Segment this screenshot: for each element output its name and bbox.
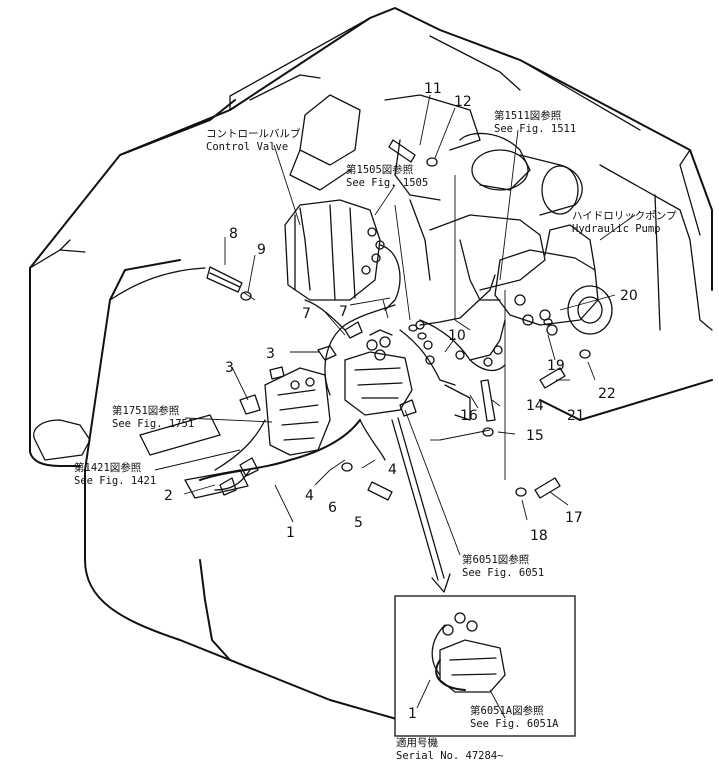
fig1421-label-jp: 第1421図参照 (74, 461, 142, 474)
part-3-label-b: 3 (266, 346, 275, 362)
control-valve-label-jp: コントロールバルブ (206, 127, 301, 140)
fig1505-label-jp: 第1505図参照 (346, 163, 414, 176)
part-8-label: 8 (229, 226, 238, 242)
fig1511-label-en: See Fig. 1511 (494, 123, 576, 135)
hydraulic-pump-label-jp: ハイドロリックポンプ (572, 210, 677, 222)
control-valve-label-en: Control Valve (206, 141, 288, 153)
part-16-label: 16 (460, 408, 478, 424)
part-4-label-a: 4 (305, 488, 314, 504)
part-4-label-b: 4 (388, 462, 397, 478)
part-number-labels: 1 2 3 3 4 4 5 6 7 7 8 9 10 11 12 14 15 1… (164, 81, 638, 722)
control-valve (284, 199, 401, 311)
wiring-harness (199, 274, 506, 491)
fig6051a-label-jp: 第6051A図参照 (470, 704, 544, 717)
reference-labels: コントロールバルブ Control Valve 第1505図参照 See Fig… (74, 109, 677, 761)
electrical-panel (264, 367, 331, 456)
inset-detail (394, 595, 576, 737)
part-12-label: 12 (454, 94, 472, 110)
pump-controller-box (344, 329, 413, 416)
part-2-label: 2 (164, 488, 173, 504)
part-15-label: 15 (526, 428, 544, 444)
fig1505-label-en: See Fig. 1505 (346, 177, 428, 189)
part-3-label-a: 3 (225, 360, 234, 376)
fig6051-label-en: See Fig. 6051 (462, 567, 544, 579)
part-5-label: 5 (354, 515, 363, 531)
engine-assembly (289, 94, 583, 301)
fasteners (206, 139, 591, 501)
fig6051a-label-en: See Fig. 6051A (470, 718, 559, 730)
part-6-label: 6 (328, 500, 337, 516)
part-21-label: 21 (567, 408, 585, 424)
part-19-label: 19 (547, 358, 565, 374)
part-9-label: 9 (257, 242, 266, 258)
fig1421-label-en: See Fig. 1421 (74, 475, 156, 487)
part-17-label: 17 (565, 510, 583, 526)
inset-arrow (391, 417, 451, 593)
serial-label-en: Serial No. 47284~ (396, 750, 503, 761)
inset-part-1-label: 1 (408, 706, 417, 722)
fig6051-label-jp: 第6051図参照 (462, 553, 530, 566)
part-18-label: 18 (530, 528, 548, 544)
part-10-label: 10 (448, 328, 466, 344)
part-20-label: 20 (620, 288, 638, 304)
part-7-label-a: 7 (302, 306, 311, 322)
serial-label-jp: 適用号機 (396, 736, 438, 749)
reference-lines (430, 175, 506, 480)
part-22-label: 22 (598, 386, 616, 402)
hydraulic-pump (494, 224, 613, 336)
fig1751-label-jp: 第1751図参照 (112, 404, 180, 417)
part-14-label: 14 (526, 398, 544, 414)
part-7-label-b: 7 (339, 304, 348, 320)
leader-lines (154, 94, 636, 556)
fig1751-label-en: See Fig. 1751 (112, 418, 194, 430)
part-11-label: 11 (424, 81, 442, 97)
fig1511-label-jp: 第1511図参照 (494, 109, 562, 122)
machine-body-outline (29, 7, 713, 721)
part-1-label: 1 (286, 525, 295, 541)
hydraulic-pump-label-en: Hydraulic Pump (572, 223, 661, 235)
